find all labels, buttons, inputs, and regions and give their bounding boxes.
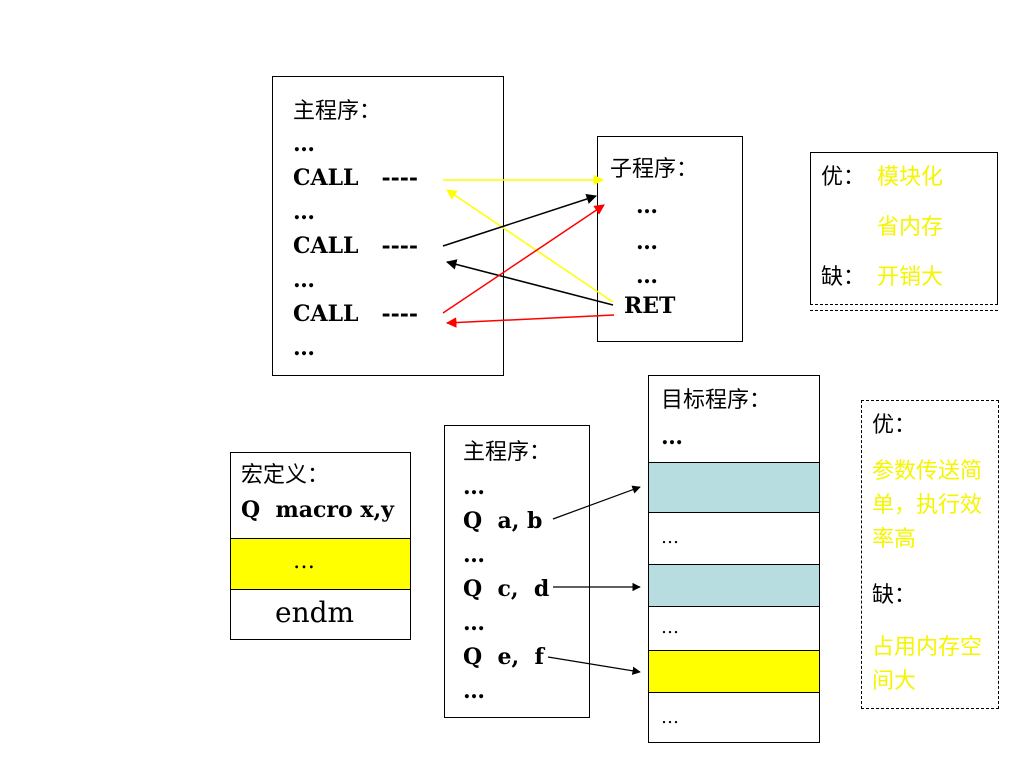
subprogram-line-3: … xyxy=(636,263,658,289)
target-expansion-ab xyxy=(649,462,819,513)
macro-con-label: 缺： xyxy=(872,583,917,608)
subroutine-pro-value-1: 模块化 xyxy=(877,165,944,190)
subprogram-box: 子程序： … … … RET xyxy=(597,136,743,342)
target-row-2-text: … xyxy=(661,527,679,548)
macro-definition-box: 宏定义： Q macro x,y … endm xyxy=(230,452,411,640)
subroutine-con-value: 开销大 xyxy=(877,265,944,290)
target-row-gap-2: … xyxy=(649,607,819,650)
macro-call-ab: Q a, b xyxy=(463,508,543,534)
target-program-header-row: 目标程序： … xyxy=(649,376,819,462)
subroutine-pro-value-2: 省内存 xyxy=(877,215,944,240)
target-program-first-line: … xyxy=(661,424,683,450)
main-program-title: 主程序： xyxy=(293,99,382,124)
macro-main-line-3: … xyxy=(463,542,485,568)
macro-main-program-title: 主程序： xyxy=(463,440,552,465)
call-arrow-3 xyxy=(442,204,605,314)
target-program-box: 目标程序： … … … … xyxy=(648,375,820,743)
ret-label: RET xyxy=(624,293,676,319)
macro-main-line-1: … xyxy=(463,474,485,500)
target-row-gap-1: … xyxy=(649,513,819,564)
expand-arrow-ab xyxy=(552,485,641,520)
subprogram-title: 子程序： xyxy=(610,157,699,182)
target-row-6-text: … xyxy=(661,707,679,728)
macro-definition-body-row: … xyxy=(231,538,410,590)
macro-pros-cons-box: 优： 参数传送简单，执行效率高 缺： 占用内存空间大 xyxy=(861,400,999,709)
macro-pro-value: 参数传送简单，执行效率高 xyxy=(872,459,983,552)
main-program-box: 主程序： … CALL ---- … CALL ---- … CALL ----… xyxy=(272,76,504,376)
expand-arrow-ef xyxy=(547,656,641,675)
subprogram-line-2: … xyxy=(636,229,658,255)
main-program-line-5: … xyxy=(293,267,315,293)
macro-definition-header: Q macro x,y xyxy=(241,497,394,523)
call-line-2: CALL ---- xyxy=(293,233,419,259)
macro-call-ef: Q e, f xyxy=(463,644,544,670)
target-row-4-text: … xyxy=(661,617,679,638)
macro-main-program-box: 主程序： … Q a, b … Q c, d … Q e, f … xyxy=(444,425,590,718)
return-arrow-3 xyxy=(445,314,615,328)
subroutine-con-label: 缺： xyxy=(821,265,866,290)
macro-definition-header-row: 宏定义： Q macro x,y xyxy=(231,453,410,538)
subroutine-pros-cons-box: 优： 模块化 省内存 缺： 开销大 xyxy=(810,152,998,311)
subroutine-pros-cons-dashed-bottom xyxy=(810,304,998,305)
macro-main-line-7: … xyxy=(463,678,485,704)
target-expansion-cd xyxy=(649,564,819,607)
target-row-gap-3: … xyxy=(649,693,819,743)
target-expansion-ef xyxy=(649,650,819,693)
call-line-1: CALL ---- xyxy=(293,165,419,191)
subprogram-line-1: … xyxy=(636,193,658,219)
macro-definition-title: 宏定义： xyxy=(241,463,330,488)
main-program-line-1: … xyxy=(293,131,315,157)
return-arrow-1 xyxy=(446,189,614,303)
return-arrow-2 xyxy=(445,259,614,306)
macro-definition-end-row: endm xyxy=(231,590,410,640)
call-arrow-2 xyxy=(442,193,597,247)
macro-pro-label: 优： xyxy=(872,413,917,438)
macro-definition-end: endm xyxy=(275,596,355,629)
macro-con-value: 占用内存空间大 xyxy=(872,635,983,694)
main-program-line-7: … xyxy=(293,335,315,361)
subroutine-pros-cons-dashed-bottom-2 xyxy=(810,310,998,311)
macro-definition-body: … xyxy=(293,549,315,574)
target-program-title: 目标程序： xyxy=(661,388,772,413)
macro-call-cd: Q c, d xyxy=(463,576,550,602)
main-program-line-3: … xyxy=(293,199,315,225)
call-line-3: CALL ---- xyxy=(293,301,419,327)
macro-main-line-5: … xyxy=(463,610,485,636)
subroutine-pro-label: 优： xyxy=(821,165,866,190)
